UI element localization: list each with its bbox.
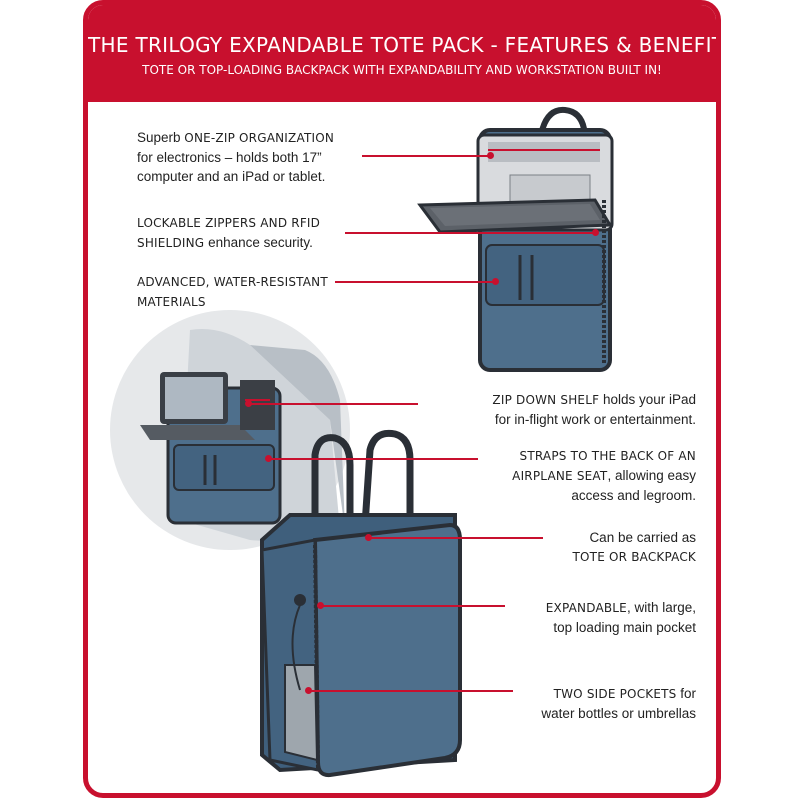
callout-highlight: ZIP DOWN SHELF [492,393,600,407]
callout-highlight: MATERIALS [137,295,206,309]
callout-text: for in-flight work or entertainment. [494,412,696,427]
callout-lockable-zippers: LOCKABLE ZIPPERS AND RFID SHIELDING enha… [137,213,320,253]
callout-highlight: TWO SIDE POCKETS [553,687,677,701]
callout-text: for [676,686,696,701]
tote-backpack-illustration [260,429,462,778]
page-title: THE TRILOGY EXPANDABLE TOTE PACK - FEATU… [88,33,721,57]
callout-highlight: STRAPS TO THE BACK OF AN [519,449,696,463]
callout-highlight: LOCKABLE ZIPPERS AND RFID [137,216,321,230]
leader-line-one-zip [362,155,490,157]
leader-line-pockets [308,690,513,692]
leader-line-shelf [248,403,418,405]
callout-text: Can be carried as [589,530,696,545]
callout-text: top loading main pocket [553,620,696,635]
callout-materials: ADVANCED, WATER-RESISTANT MATERIALS [137,272,328,312]
leader-line-materials [335,281,495,283]
callout-text: , with large, [626,600,696,615]
leader-dot-materials [492,278,499,285]
page-subtitle: TOTE OR TOP-LOADING BACKPACK WITH EXPAND… [142,63,662,77]
callout-highlight: TOTE OR BACKPACK [572,550,696,564]
callout-highlight: AIRPLANE SEAT [512,469,608,483]
leader-line-zippers [345,232,595,234]
leader-dot-tote [365,534,372,541]
leader-dot-straps [265,455,272,462]
leader-line-tote [368,537,543,539]
callout-text: for electronics – holds both 17” [137,150,322,165]
leader-line-expandable [320,605,505,607]
callout-text: computer and an iPad or tablet. [137,169,326,184]
callout-expandable: EXPANDABLE, with large, top loading main… [546,598,696,637]
callout-text: holds your iPad [599,392,696,407]
leader-dot-shelf [245,400,252,407]
airplane-seat-illustration [110,310,350,550]
callout-tote-or-backpack: Can be carried as TOTE OR BACKPACK [573,528,697,567]
callout-text: , allowing easy [607,468,696,483]
callout-one-zip-organization: Superb ONE-ZIP ORGANIZATION for electron… [137,128,334,186]
leader-line-straps [268,458,478,460]
callout-zip-down-shelf: ZIP DOWN SHELF holds your iPad for in-fl… [492,390,696,429]
callout-text: enhance security. [204,235,313,250]
leader-dot-expandable [317,602,324,609]
leader-dot-pockets [305,687,312,694]
callout-highlight: ONE-ZIP ORGANIZATION [184,131,335,145]
callout-text: access and legroom. [571,488,696,503]
callout-side-pockets: TWO SIDE POCKETS for water bottles or um… [541,684,696,723]
callout-highlight: EXPANDABLE [545,601,627,615]
title-banner: THE TRILOGY EXPANDABLE TOTE PACK - FEATU… [88,5,716,102]
callout-text: Superb [137,130,185,145]
callout-text: water bottles or umbrellas [541,706,696,721]
workstation-bag-illustration [417,106,614,372]
leader-dot-zippers [592,229,599,236]
leader-dot-one-zip [487,152,494,159]
callout-highlight: SHIELDING [137,236,205,250]
callout-highlight: ADVANCED, WATER-RESISTANT [137,275,328,289]
callout-airplane-straps: STRAPS TO THE BACK OF AN AIRPLANE SEAT, … [512,446,696,505]
